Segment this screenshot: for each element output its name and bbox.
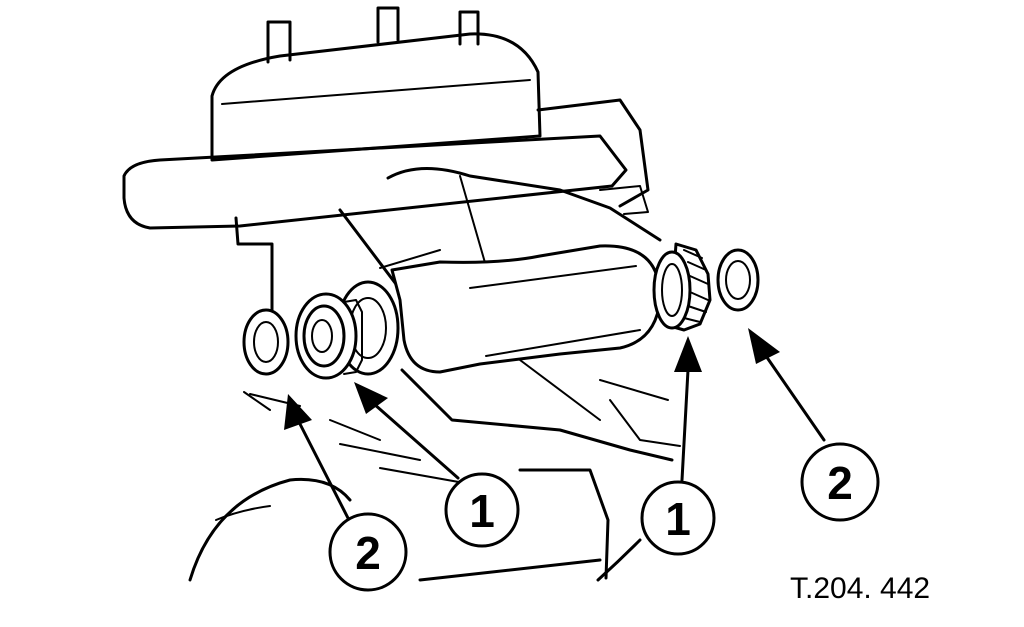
lower-hatching [249,393,471,485]
arrow-shim-left-head [284,394,312,430]
arrow-shim-left-line [298,422,352,524]
body-left-edge [234,216,274,320]
callout-shim-left: 2 [328,512,408,592]
callout-bearing-right: 1 [640,480,716,556]
top-cover [210,32,542,162]
callout-bearing-left: 1 [444,472,520,548]
side-tab [599,185,649,215]
tube-highlights [469,265,641,357]
housing-drawing [122,6,681,582]
bottom-curve-right [596,538,642,582]
arrow-bearing-left-head [354,382,388,414]
callout-label: 2 [827,457,853,509]
left-shim [242,308,290,376]
leader-arrows [284,328,826,524]
bottom-frame [418,468,610,582]
arrow-shim-right-head [748,328,780,364]
lower-right-lines [519,359,681,447]
side-block [536,98,650,208]
top-studs [266,6,480,64]
cross-tube [390,244,662,374]
callout-label: 1 [469,485,495,537]
callout-label: 1 [665,493,691,545]
arrow-shim-right-line [764,354,826,442]
arrow-bearing-left-line [372,402,460,480]
figure-reference: T.204. 442 [790,572,930,605]
arrow-bearing-right-line [680,368,690,482]
lower-body-edge [400,368,674,462]
callout-label: 2 [355,527,381,579]
left-bearing [294,292,363,380]
cover-seam [221,79,531,105]
bottom-curve-details [215,391,271,521]
flange-plate [122,134,628,230]
callout-shim-right: 2 [800,442,880,522]
right-bearing [652,242,712,332]
right-shim [716,248,760,312]
bottom-curve-left [188,477,352,582]
arrow-bearing-right-head [674,336,702,372]
